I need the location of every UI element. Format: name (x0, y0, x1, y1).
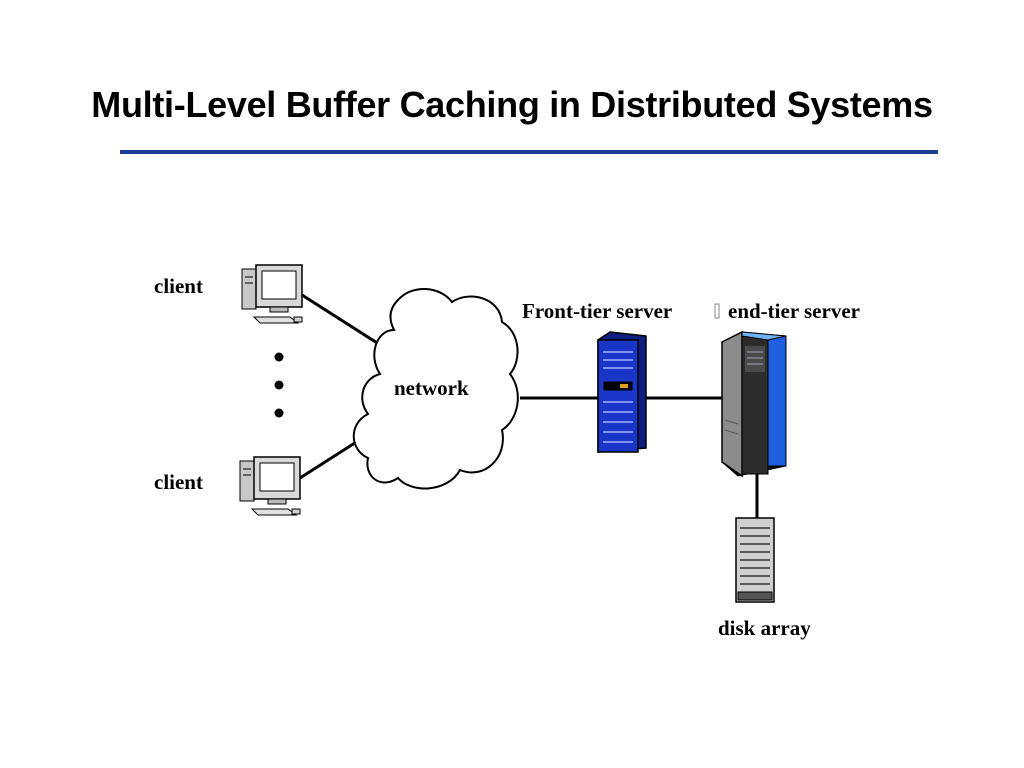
client-computer-icon (239, 456, 301, 516)
disk-array-icon (735, 517, 775, 603)
slide-title: Multi-Level Buffer Caching in Distribute… (91, 84, 933, 125)
title-underline (120, 150, 938, 154)
ellipsis-dot (274, 380, 284, 390)
ellipsis-dot (274, 408, 284, 418)
label-front-tier-server: Front-tier server (522, 299, 673, 323)
client-computer-icon (241, 264, 303, 324)
label-disk-array: disk array (718, 616, 811, 640)
label-end-tier-server: end-tier server (728, 299, 860, 323)
label-network: network (394, 376, 469, 400)
network-cloud-icon (352, 287, 519, 490)
ellipsis-dot (274, 352, 284, 362)
label-divider-mark (714, 303, 720, 319)
end-tier-server-icon (721, 330, 787, 478)
label-client-top: client (154, 274, 203, 298)
front-tier-server-icon (597, 331, 647, 453)
label-client-bottom: client (154, 470, 203, 494)
